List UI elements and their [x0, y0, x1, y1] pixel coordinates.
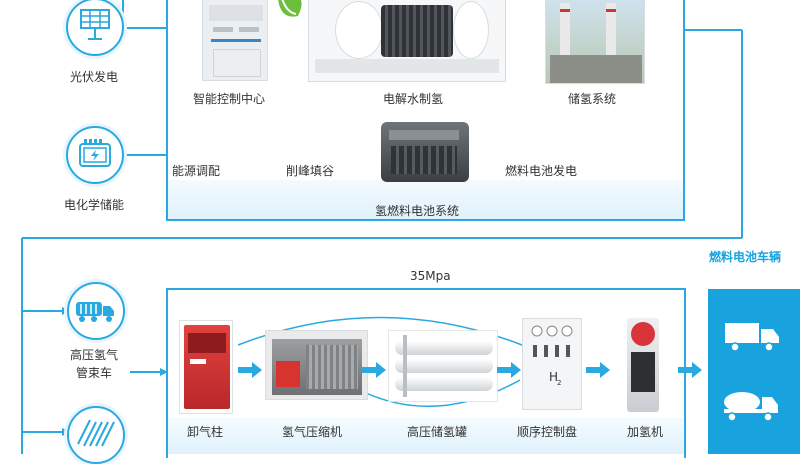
- compressor-label: 氢气压缩机: [282, 425, 343, 439]
- storage-tank-image: [388, 330, 498, 402]
- solar-source-label: 光伏发电: [70, 70, 119, 84]
- svg-text:H: H: [549, 370, 558, 384]
- vehicles-panel: [708, 289, 800, 454]
- mixer-truck-icon: [724, 392, 778, 422]
- sequence-panel-image: H 2: [522, 318, 582, 410]
- arrow-tank-panel: [497, 362, 521, 378]
- bottom-panel-band: [168, 418, 684, 454]
- tube-trailer-label: 高压氢气 管束车: [70, 346, 118, 382]
- electrolyzer-image: [308, 0, 506, 82]
- battery-icon: [79, 139, 111, 167]
- arrow-unload-compressor: [238, 362, 262, 378]
- leaf-logo-icon: [278, 0, 302, 17]
- solar-source-circle: [66, 0, 124, 56]
- truck-icon: [725, 323, 779, 352]
- pipeline-icon: [77, 419, 115, 447]
- control-center-label: 智能控制中心: [193, 92, 266, 106]
- storage-tanks-image: [545, 0, 645, 84]
- battery-source-circle: [66, 126, 124, 184]
- compressor-image: [265, 330, 368, 400]
- arrow-compressor-tank: [362, 362, 386, 378]
- pressure-label: 35Mpa: [410, 269, 451, 283]
- tube-trailer-label-text: 高压氢气 管束车: [70, 348, 119, 380]
- peak-shaving-label: 削峰填谷: [286, 164, 335, 178]
- dispenser-label: 加氢机: [627, 425, 664, 439]
- unloading-column-image: [179, 320, 233, 414]
- control-cabinet-image: [202, 0, 268, 81]
- fuel-cell-system-caption: 氢燃料电池系统: [375, 204, 460, 218]
- fuel-cell-image: [373, 116, 477, 192]
- storage-system-label: 储氢系统: [568, 92, 617, 106]
- solar-panel-icon: [80, 9, 110, 40]
- storage-tank-label: 高压储氢罐: [407, 425, 468, 439]
- fuel-cell-power-label: 燃料电池发电: [505, 164, 578, 178]
- unloading-column-label: 卸气柱: [187, 425, 224, 439]
- vehicles-title: 燃料电池车辆: [709, 250, 782, 264]
- dispenser-image: [617, 318, 668, 414]
- sequence-panel-label: 顺序控制盘: [517, 425, 578, 439]
- arrow-dispenser-vehicles: [678, 362, 702, 378]
- svg-text:2: 2: [557, 379, 561, 387]
- arrow-panel-dispenser: [586, 362, 610, 378]
- tube-trailer-icon: [76, 302, 114, 322]
- tube-trailer-source-circle: [67, 282, 125, 340]
- energy-dispatch-label: 能源调配: [172, 164, 221, 178]
- electrolyzer-label: 电解水制氢: [383, 92, 444, 106]
- top-panel-band: [168, 180, 683, 219]
- battery-source-label: 电化学储能: [64, 198, 125, 212]
